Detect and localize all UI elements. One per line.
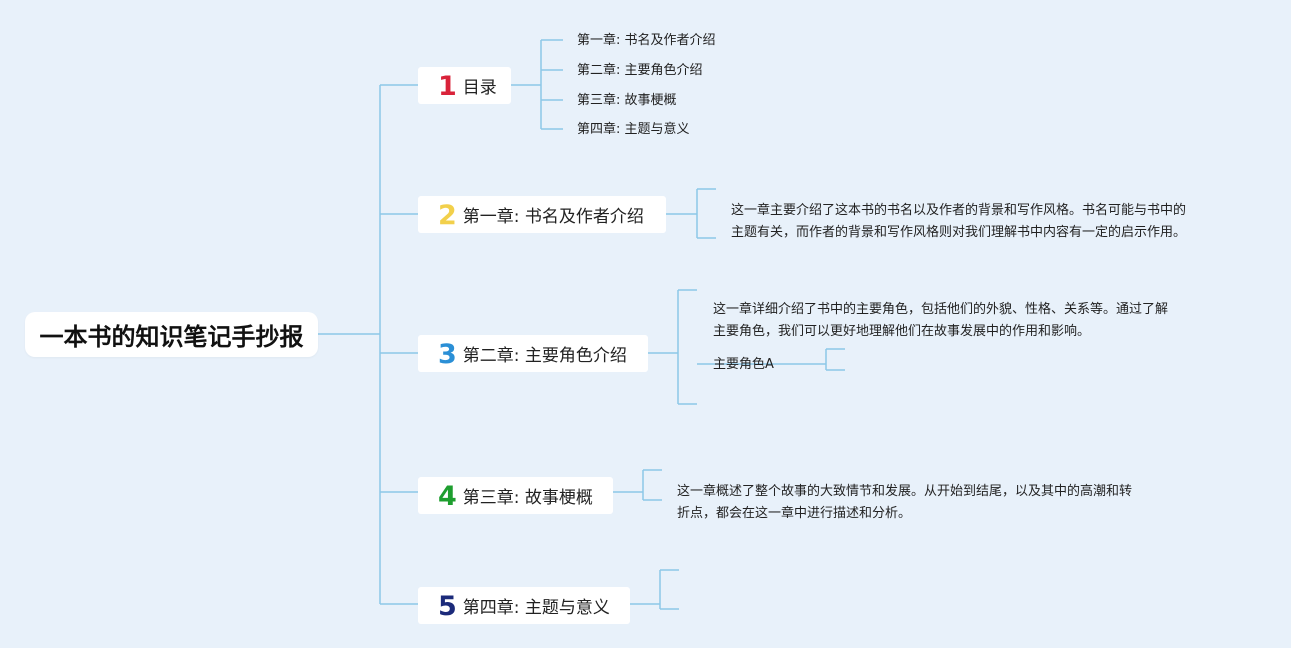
root-node[interactable]: 一本书的知识笔记手抄报	[25, 312, 318, 357]
description-line: 这一章概述了整个故事的大致情节和发展。从开始到结尾，以及其中的高潮和转	[677, 484, 1133, 499]
branch-number: 1	[438, 71, 457, 102]
branch-number: 2	[438, 200, 457, 231]
branch-number: 4	[438, 481, 457, 512]
branch-chapter-1[interactable]: 2 第一章: 书名及作者介绍	[418, 196, 666, 233]
branch-chapter-4[interactable]: 5 第四章: 主题与意义	[418, 587, 630, 624]
chapter-1-description: 这一章主要介绍了这本书的书名以及作者的背景和写作风格。书名可能与书中的 主题有关…	[731, 200, 1186, 244]
branch-label: 第二章: 主要角色介绍	[462, 346, 627, 366]
toc-item-chapter-2[interactable]: 第二章: 主要角色介绍	[577, 63, 703, 78]
description-line: 这一章详细介绍了书中的主要角色，包括他们的外貌、性格、关系等。通过了解	[713, 302, 1169, 317]
character-a-node[interactable]: 主要角色A	[713, 357, 774, 372]
root-title: 一本书的知识笔记手抄报	[39, 323, 304, 351]
description-line: 折点，都会在这一章中进行描述和分析。	[677, 506, 912, 521]
chapter-2-description: 这一章详细介绍了书中的主要角色，包括他们的外貌、性格、关系等。通过了解 主要角色…	[713, 299, 1168, 343]
branch-label: 第四章: 主题与意义	[462, 598, 610, 618]
description-line: 主要角色，我们可以更好地理解他们在故事发展中的作用和影响。	[713, 324, 1091, 339]
chapter-3-description: 这一章概述了整个故事的大致情节和发展。从开始到结尾，以及其中的高潮和转 折点，都…	[677, 481, 1132, 525]
description-line: 主题有关，而作者的背景和写作风格则对我们理解书中内容有一定的启示作用。	[731, 225, 1187, 240]
branch-chapter-3[interactable]: 4 第三章: 故事梗概	[418, 477, 613, 514]
branch-label: 第三章: 故事梗概	[462, 488, 593, 508]
toc-item-chapter-1[interactable]: 第一章: 书名及作者介绍	[577, 33, 716, 48]
branch-label: 第一章: 书名及作者介绍	[462, 207, 644, 227]
branch-number: 5	[438, 591, 457, 622]
description-line: 这一章主要介绍了这本书的书名以及作者的背景和写作风格。书名可能与书中的	[731, 203, 1187, 218]
branch-chapter-2[interactable]: 3 第二章: 主要角色介绍	[418, 335, 648, 372]
toc-item-chapter-3[interactable]: 第三章: 故事梗概	[577, 93, 677, 108]
branch-number: 3	[438, 339, 457, 370]
branch-label: 目录	[462, 78, 497, 98]
toc-item-chapter-4[interactable]: 第四章: 主题与意义	[577, 122, 690, 137]
branch-toc[interactable]: 1 目录	[418, 67, 511, 104]
